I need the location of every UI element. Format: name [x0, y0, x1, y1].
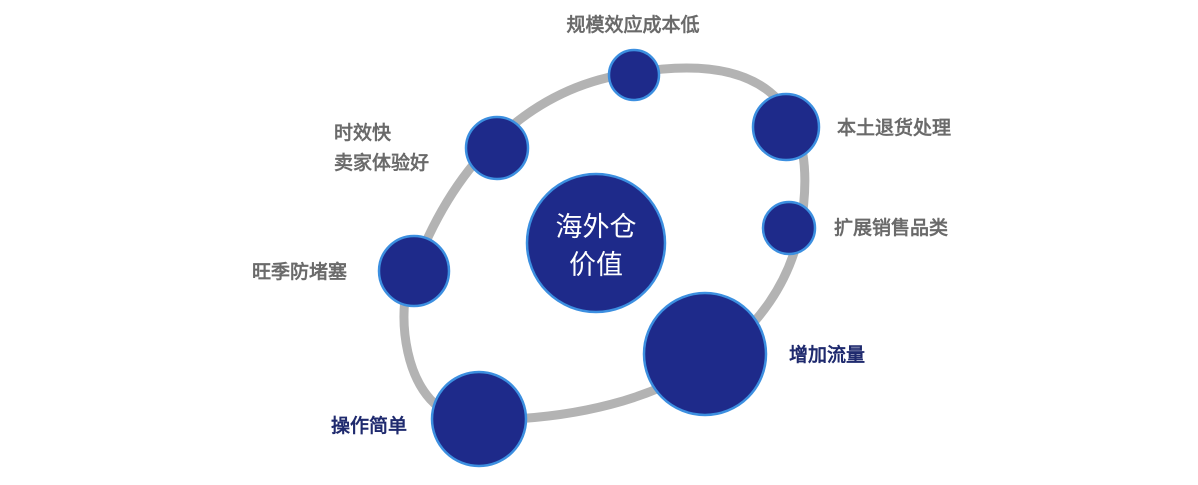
- label-fast-delivery-line1: 时效快: [334, 121, 392, 144]
- label-local-returns: 本土退货处理: [837, 116, 951, 139]
- node-scale-cost: [607, 48, 661, 102]
- center-hub: [525, 172, 667, 314]
- label-easy-operation: 操作简单: [331, 414, 407, 437]
- label-increase-traffic: 增加流量: [789, 343, 865, 366]
- node-increase-traffic: [642, 291, 768, 417]
- node-local-returns: [751, 92, 821, 162]
- node-fast-delivery: [464, 115, 530, 181]
- node-easy-operation: [430, 370, 528, 468]
- node-peak-season: [377, 234, 451, 308]
- node-expand-categories: [761, 200, 817, 256]
- center-title-line1: 海外仓: [556, 212, 637, 243]
- label-scale-cost: 规模效应成本低: [566, 13, 699, 36]
- label-expand-categories: 扩展销售品类: [834, 216, 948, 239]
- label-fast-delivery-line2: 卖家体验好: [334, 151, 429, 174]
- label-peak-season: 旺季防堵塞: [252, 260, 348, 283]
- center-title-line2: 价值: [569, 250, 623, 281]
